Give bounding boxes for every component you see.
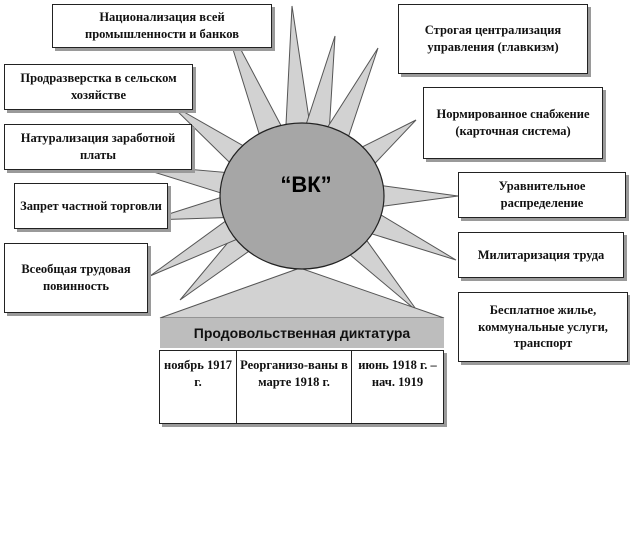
table-row: ноябрь 1917 г. Реорганизо-ваны в марте 1… [159,350,444,424]
box-free-housing: Бесплатное жилье, коммунальные услуги, т… [458,292,628,362]
box-labor-duty: Всеобщая трудовая повинность [4,243,148,313]
sun-ray [374,184,459,208]
food-dictatorship-title: Продовольственная диктатура [160,318,444,348]
center-label: “ВК” [280,172,332,197]
box-equal-distribution: Уравнительное распределение [458,172,626,218]
table-cell: июнь 1918 г. – нач. 1919 [351,350,444,424]
table-cell: ноябрь 1917 г. [159,350,237,424]
sun-core [219,122,385,270]
box-prodrazverstka: Продразверстка в сельском хозяйстве [4,64,193,110]
box-labor-militarization: Милитаризация труда [458,232,624,278]
sun-ray [285,5,312,132]
box-rationing: Нормированное снабжение (карточная систе… [423,87,603,159]
box-nationalization: Национализация всей промышленности и бан… [52,4,272,48]
food-dictatorship-table: ноябрь 1917 г. Реорганизо-ваны в марте 1… [159,350,444,424]
box-private-trade-ban: Запрет частной торговли [14,183,168,229]
table-cell: Реорганизо-ваны в марте 1918 г. [236,350,352,424]
sun-ray [303,35,336,135]
box-centralization: Строгая централизация управления (главки… [398,4,588,74]
box-wage-naturalization: Натурализация заработной платы [4,124,192,170]
